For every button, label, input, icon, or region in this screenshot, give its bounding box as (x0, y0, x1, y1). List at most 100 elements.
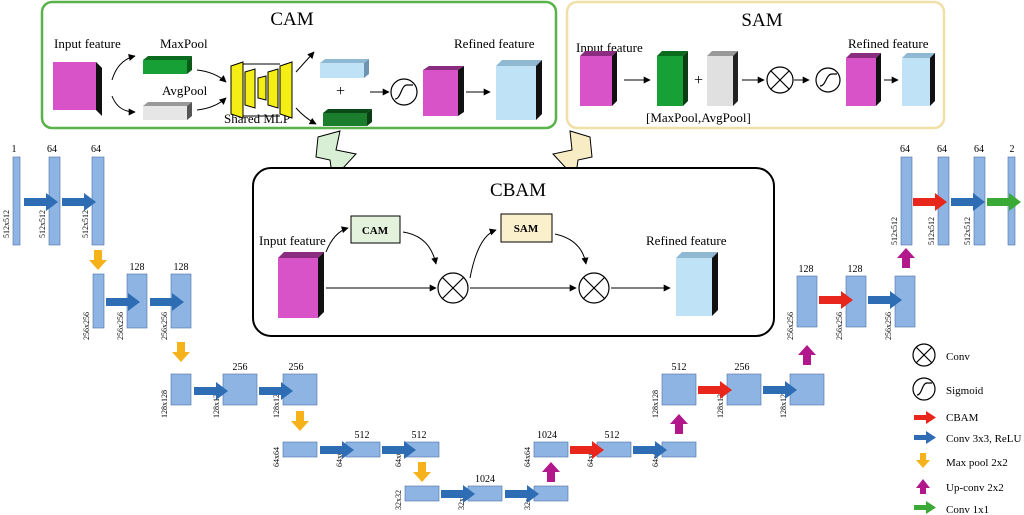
dim-label: 512x512 (81, 210, 90, 238)
dim-label: 128x128 (651, 390, 660, 418)
legend-conv1x1-arrow-icon (914, 501, 936, 514)
dim-label: 512x512 (38, 210, 47, 238)
legend-sigmoid-icon (912, 377, 936, 401)
dim-label: 256x256 (884, 312, 893, 340)
legend-upconv-arrow-icon (916, 479, 930, 494)
maxpool-arrow (291, 411, 309, 431)
cbam-input-label: Input feature (259, 233, 326, 248)
sam-maxpool-map (657, 51, 688, 106)
dim-label: 256x256 (835, 312, 844, 340)
dimension-labels: 512x512 512x512 512x512 256x256 256x256 … (2, 210, 972, 510)
cam-input-label: Input feature (54, 36, 121, 51)
sam-avgpool-map (707, 51, 738, 106)
dim-label: 64x64 (394, 447, 403, 467)
dim-label: 128x128 (160, 390, 169, 418)
dim-label: 32x32 (394, 490, 403, 510)
sam-refined-cube (902, 53, 935, 106)
cam-weighted-cube (423, 66, 464, 116)
cbam-sam-box: SAM (500, 213, 553, 243)
maxpool-arrow (89, 250, 107, 270)
feature-map (12, 156, 21, 246)
sam-pool-label: [MaxPool,AvgPool] (646, 110, 751, 125)
channel-label: 512 (605, 430, 620, 441)
sam-weighted-cube (846, 53, 881, 106)
cbam-panel: CBAM Input feature Refined feature CAM S… (252, 167, 775, 337)
dim-label: 128x128 (272, 390, 281, 418)
channel-label: 256 (233, 362, 248, 373)
cbam-input-cube (278, 252, 324, 318)
channel-label: 64 (974, 144, 984, 155)
channel-label: 1 (12, 144, 17, 155)
upconv-arrow (897, 248, 915, 268)
dim-label: 256x256 (786, 312, 795, 340)
legend-conv-label: Conv (946, 351, 970, 363)
feature-map (533, 441, 569, 458)
channel-label: 128 (130, 262, 145, 273)
cbam-title: CBAM (490, 180, 546, 201)
sam-sigmoid-symbol (815, 67, 841, 93)
dim-label: 512x512 (890, 217, 899, 245)
cam-shared-mlp (230, 61, 293, 119)
cbam-refined-cube (676, 252, 718, 316)
cbam-refined-label: Refined feature (646, 233, 727, 248)
maxpool-arrow (172, 342, 190, 362)
cbam-mult-2 (578, 272, 610, 304)
cam-avgpool-label: AvgPool (162, 83, 208, 98)
channel-label: 1024 (537, 430, 557, 441)
conv1x1-arrow (987, 193, 1021, 211)
legend-cbam-label: CBAM (946, 412, 979, 424)
cam-refined-label: Refined feature (454, 36, 535, 51)
sam-plus: + (694, 72, 703, 89)
dim-label: 128x128 (716, 390, 725, 418)
feature-map (533, 485, 569, 502)
upconv-arrow (798, 345, 816, 365)
upconv-arrow (670, 414, 688, 434)
legend-cbam-arrow-icon (914, 411, 936, 424)
feature-map (404, 485, 440, 502)
legend-maxpool-arrow-icon (916, 453, 930, 468)
channel-label: 512 (412, 430, 427, 441)
channel-label: 1024 (475, 474, 495, 485)
sam-panel: SAM Input feature Refined feature [MaxPo… (565, 0, 946, 130)
cam-refined-cube (496, 60, 542, 120)
dim-label: 512x512 (963, 217, 972, 245)
channel-label: 256 (289, 362, 304, 373)
upconv-arrow (542, 462, 560, 482)
cam-title: CAM (270, 9, 313, 30)
feature-map (900, 156, 913, 246)
cam-plus: + (336, 83, 345, 100)
feature-map (661, 373, 697, 406)
cam-avgpool-bar (143, 102, 192, 120)
dim-label: 32x32 (457, 490, 466, 510)
channel-label: 512 (672, 362, 687, 373)
dim-label: 256x256 (160, 312, 169, 340)
legend-conv3x3-arrow-icon (914, 431, 936, 444)
feature-map (796, 275, 818, 328)
sam-conv-symbol (766, 66, 794, 94)
dim-label: 512x512 (2, 210, 11, 238)
cam-avgpool-out-bar (323, 109, 372, 126)
svg-text:CAM: CAM (362, 225, 389, 237)
legend-conv3x3-label: Conv 3x3, ReLU (946, 433, 1022, 445)
dim-label: 64x64 (523, 447, 532, 467)
cbam-cam-box: CAM (350, 215, 401, 244)
legend-conv1x1-label: Conv 1x1 (946, 504, 989, 515)
cam-maxpool-label: MaxPool (160, 36, 208, 51)
feature-map (222, 373, 258, 406)
channel-label: 64 (91, 144, 101, 155)
cam-panel: CAM Input feature MaxPool AvgPool Shared… (40, 0, 558, 130)
cam-input-cube (53, 62, 102, 116)
sam-title: SAM (741, 10, 782, 31)
channel-label: 2 (1010, 144, 1015, 155)
feature-map (282, 441, 318, 458)
legend: Conv Sigmoid CBAM Conv 3x3, ReLU Max poo… (912, 343, 1022, 515)
feature-map (170, 373, 192, 406)
feature-map (92, 273, 105, 329)
dim-label: 256x256 (82, 312, 91, 340)
channel-label: 512 (355, 430, 370, 441)
sam-input-cube (580, 51, 617, 106)
svg-text:SAM: SAM (514, 223, 539, 235)
dim-label: 128x128 (779, 390, 788, 418)
dim-label: 256x256 (116, 312, 125, 340)
